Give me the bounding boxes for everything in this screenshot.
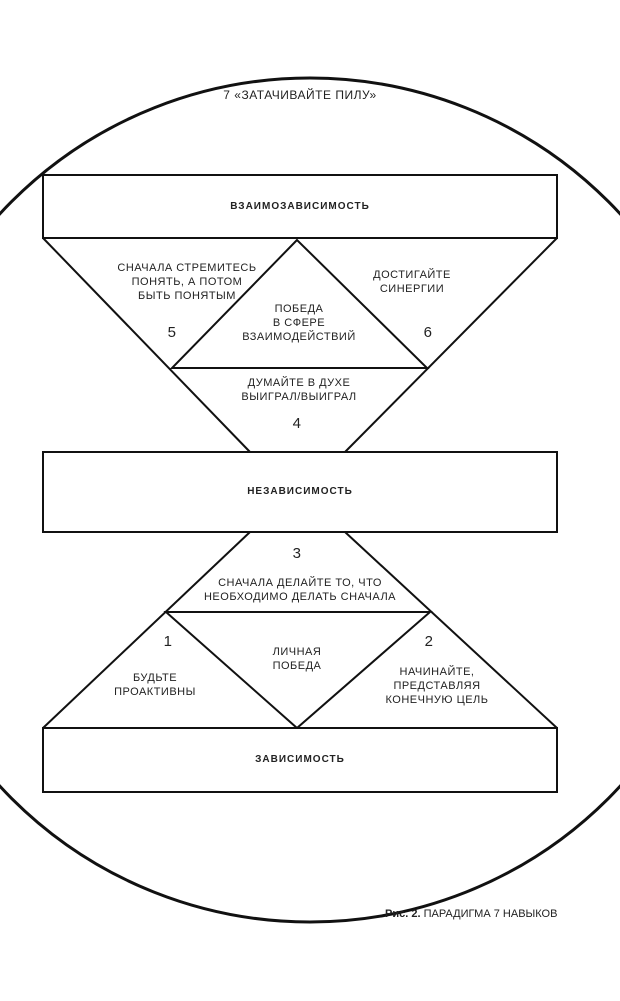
habit-6-number: 6 [423, 324, 433, 341]
figure-caption: Рис. 2. ПАРАДИГМА 7 НАВЫКОВ [385, 908, 557, 920]
habit-1-number: 1 [163, 633, 173, 650]
public-victory-label: ПОБЕДА В СФЕРЕ ВЗАИМОДЕЙСТВИЙ [242, 303, 356, 343]
dependence-box [42, 727, 558, 793]
caption-prefix: Рис. 2. [385, 908, 421, 920]
upper-funnel-right [344, 237, 558, 453]
lower-funnel-left [42, 531, 251, 729]
public-victory-triangle [169, 238, 430, 369]
habit-2-number: 2 [424, 633, 434, 650]
interdependence-box [42, 174, 558, 239]
habit-6-text: ДОСТИГАЙТЕ СИНЕРГИИ [373, 269, 451, 295]
habit-4-text: ДУМАЙТЕ В ДУХЕ ВЫИГРАЛ/ВЫИГРАЛ [241, 377, 357, 403]
private-victory-triangle [163, 611, 433, 730]
caption-text: ПАРАДИГМА 7 НАВЫКОВ [420, 908, 558, 920]
habit-4-number: 4 [292, 415, 302, 432]
private-victory-label: ЛИЧНАЯ ПОБЕДА [272, 646, 322, 672]
habit-3-text: СНАЧАЛА ДЕЛАЙТЕ ТО, ЧТО НЕОБХОДИМО ДЕЛАТ… [203, 577, 397, 603]
habit-5-text: СНАЧАЛА СТРЕМИТЕСЬ ПОНЯТЬ, А ПОТОМ БЫТЬ … [117, 262, 257, 302]
lower-funnel-right [344, 531, 558, 729]
dependence-label: ЗАВИСИМОСТЬ [255, 754, 345, 765]
upper-funnel [42, 237, 251, 453]
independence-label: НЕЗАВИСИМОСТЬ [247, 486, 353, 497]
habit-1-text: БУДЬТЕ ПРОАКТИВНЫ [114, 672, 196, 698]
top-label: 7 «ЗАТАЧИВАЙТЕ ПИЛУ» [223, 88, 377, 102]
habit-2-text: НАЧИНАЙТЕ, ПРЕДСТАВЛЯЯ КОНЕЧНУЮ ЦЕЛЬ [385, 666, 489, 706]
renewal-circle [0, 76, 620, 924]
independence-box [42, 451, 558, 533]
interdependence-label: ВЗАИМОЗАВИСИМОСТЬ [230, 201, 370, 212]
habit-5-number: 5 [167, 324, 177, 341]
habit-3-number: 3 [292, 545, 302, 562]
